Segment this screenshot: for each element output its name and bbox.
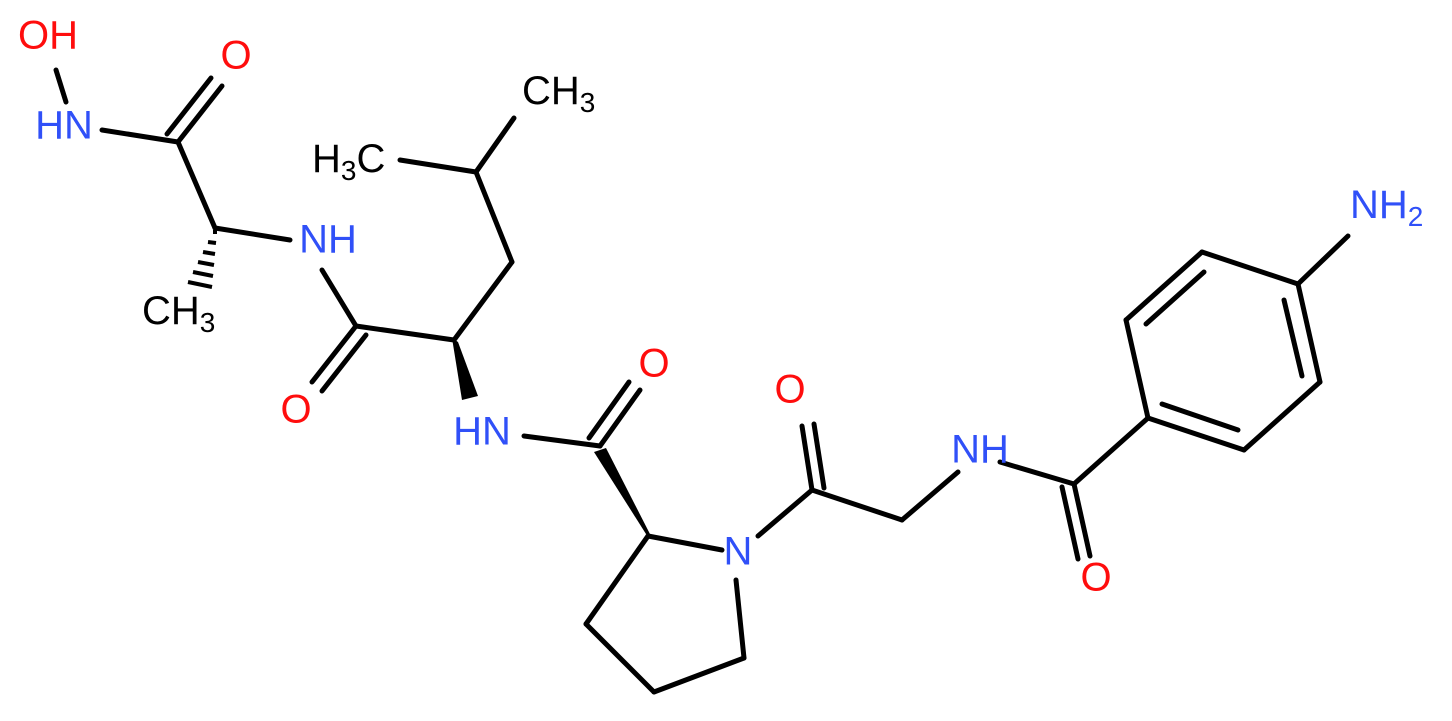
bond-pro-cg-cd: [651, 655, 747, 695]
label-o2: O: [280, 388, 311, 432]
wedge-leu: [452, 338, 478, 400]
bond-c2-o2: [309, 323, 359, 385]
bond-ca1-nh: [212, 225, 293, 243]
bond-c4-o4-double: [811, 421, 827, 491]
bond-ch2-nh: [899, 469, 961, 523]
hash-wedge-ala: [187, 230, 217, 289]
bond-c2-o2-double: [319, 332, 369, 394]
bond-pro-ca-n: [645, 533, 725, 553]
bond-c5-o5: [1071, 481, 1093, 559]
bond-cb-cg: [473, 169, 515, 265]
label-h3c-leu: H3C: [312, 137, 385, 186]
bond-c1-o1: [175, 83, 225, 145]
bond-ar3-ar4: [1199, 249, 1301, 287]
label-o3: O: [638, 342, 669, 386]
bond-n-c1: [99, 127, 181, 145]
bond-ar1-ar2: [1123, 317, 1151, 421]
bond-nh-c5: [997, 459, 1077, 487]
bond-ar-inner3: [1159, 401, 1241, 433]
bond-c4-o4: [799, 423, 815, 493]
bond-pro-cb-cg: [583, 621, 657, 695]
bond-ar2-ar3: [1123, 249, 1205, 323]
bond-ar-inner2: [1281, 297, 1305, 379]
bond-c4-ch2: [809, 487, 905, 523]
bond-c2-ca2: [353, 323, 457, 343]
bond-pro-ca-cb: [583, 533, 651, 627]
label-hn3: HN: [453, 410, 511, 454]
bond-c1-ca1: [175, 139, 218, 231]
label-o4: O: [774, 368, 805, 412]
label-n4: N: [724, 530, 753, 574]
bond-pro-cd-n: [733, 577, 747, 661]
bond-n-c4: [755, 487, 815, 539]
label-o5: O: [1080, 556, 1111, 600]
atom-labels: OH O HN NH CH3 CH3 H3C O HN O N O NH NH2…: [18, 14, 1423, 600]
wedge-pro: [594, 448, 652, 538]
label-oh: OH: [18, 14, 78, 58]
bond-cg-cd2: [473, 115, 517, 175]
bond-c5-ar1: [1071, 415, 1151, 487]
label-ch3-leu: CH3: [522, 69, 595, 118]
bond-hn-c3: [521, 433, 603, 449]
bond-ar-inner1: [1143, 269, 1207, 327]
label-o1: O: [220, 34, 251, 78]
label-nh5: NH: [951, 428, 1009, 472]
bond-ar6-ar1: [1145, 415, 1247, 453]
bonds: [53, 67, 1351, 695]
bond-c5-o5-double: [1059, 484, 1081, 562]
bond-ar5-ar6: [1241, 379, 1323, 453]
bond-ar4-nh2: [1295, 233, 1351, 287]
label-hn1: HN: [35, 104, 93, 148]
bond-nh-c2: [319, 267, 359, 329]
label-nh2a: NH: [299, 218, 357, 262]
bond-o-n: [53, 67, 69, 105]
bond-cg-cd1: [397, 157, 479, 175]
bond-c3-o3-double: [586, 379, 632, 441]
bond-ar4-ar5: [1295, 281, 1323, 385]
label-nh2-amine: NH2: [1350, 183, 1423, 232]
label-ch3-ala: CH3: [142, 289, 215, 338]
bond-c3-o3: [597, 387, 643, 449]
bond-ca2-cb: [451, 259, 515, 343]
bond-c1-o1-double: [164, 75, 214, 137]
